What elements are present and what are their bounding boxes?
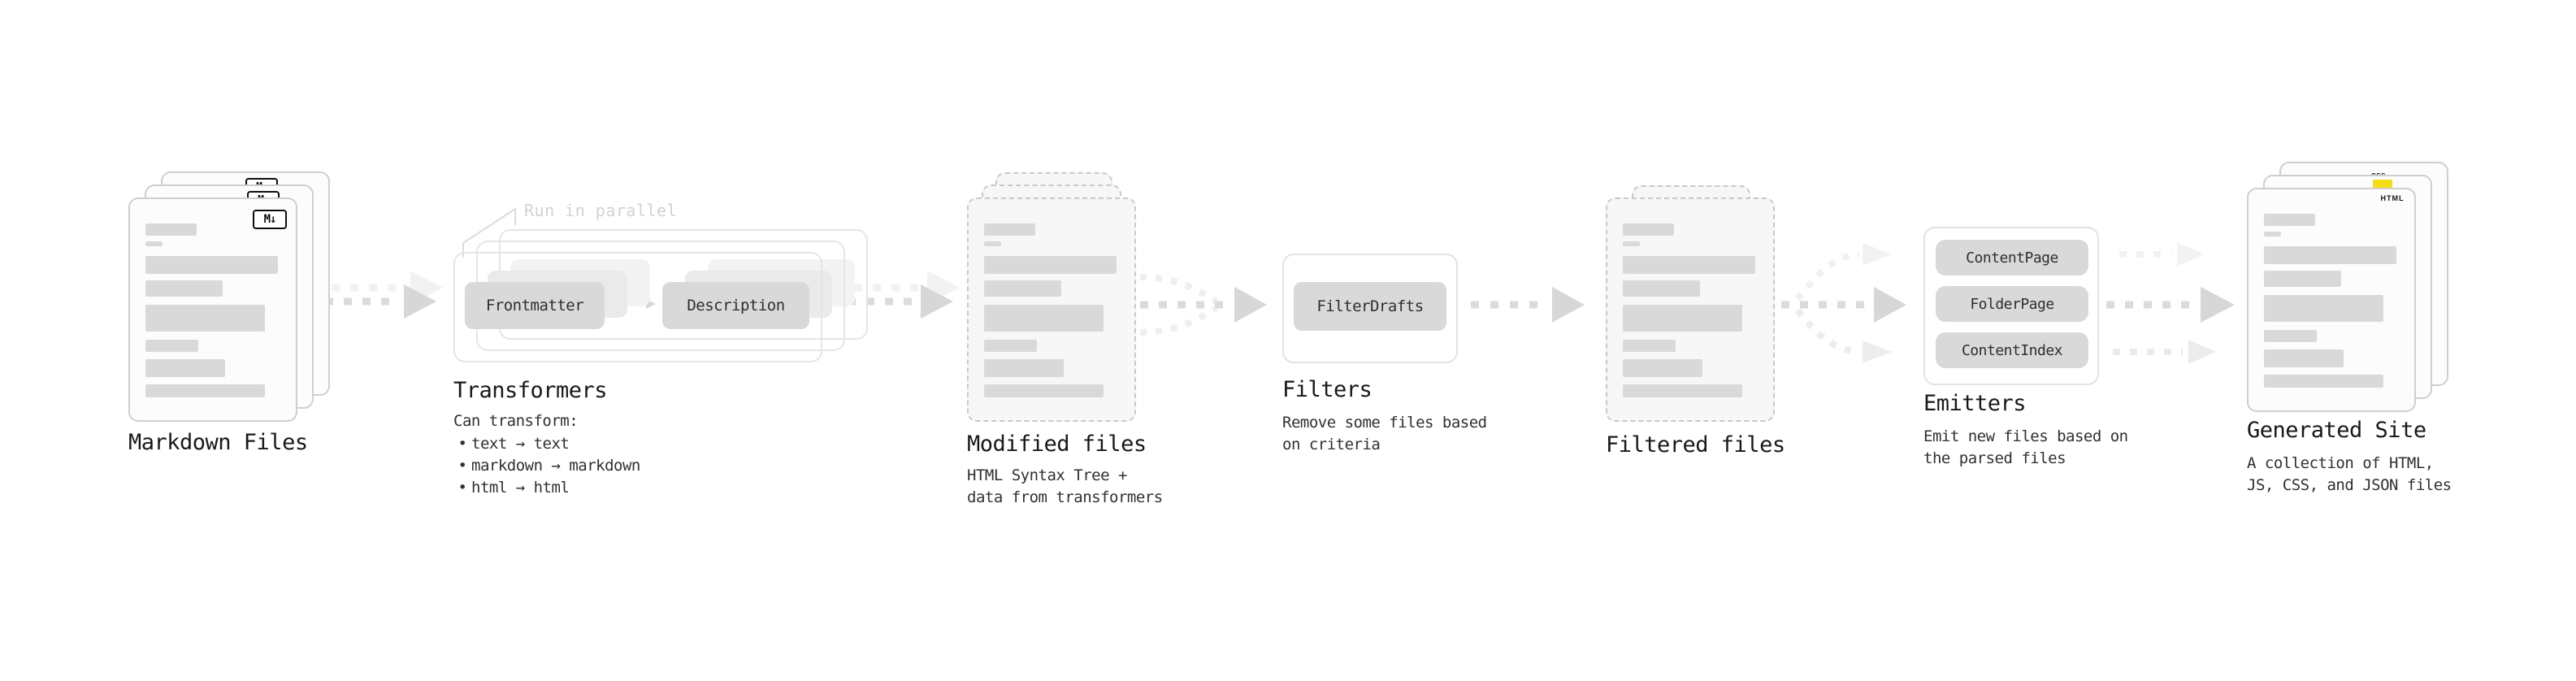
html5-icon: HTML 5	[2376, 194, 2409, 202]
desc-line: data from transformers	[967, 488, 1163, 506]
desc-line: Remove some files based	[1282, 414, 1487, 432]
placeholder-bar	[2264, 246, 2396, 264]
placeholder-bar	[1623, 256, 1755, 274]
desc-line: the parsed files	[1923, 449, 2066, 467]
bullet-marker: •	[458, 457, 467, 475]
contentpage-pill: ContentPage	[1936, 240, 2088, 275]
transformer-layer-front: Frontmatter Description	[453, 252, 822, 362]
arrow-filtered-to-emitters	[1781, 243, 1906, 363]
modified-files-desc: HTML Syntax Tree + data from transformer…	[967, 465, 1163, 509]
placeholder-bar	[1623, 305, 1742, 332]
placeholder-bar	[145, 384, 265, 397]
desc-line: JS, CSS, and JSON files	[2247, 476, 2452, 494]
filters-desc: Remove some files based on criteria	[1282, 412, 1487, 456]
emitters-box: ContentPage FolderPage ContentIndex	[1923, 227, 2099, 385]
run-in-parallel-annotation: Run in parallel	[524, 201, 678, 220]
placeholder-bar	[2264, 271, 2341, 287]
placeholder-bar	[145, 280, 223, 297]
arrow-emitters-to-generated	[2106, 242, 2235, 364]
filters-box: FilterDrafts	[1282, 254, 1458, 363]
placeholder-bar	[1623, 340, 1676, 352]
filters-title: Filters	[1282, 377, 1373, 402]
frontmatter-pill: Frontmatter	[465, 282, 605, 329]
desc-line: A collection of HTML,	[2247, 454, 2434, 472]
placeholder-bar	[2264, 295, 2383, 322]
placeholder-bar	[145, 340, 198, 352]
placeholder-bar	[984, 256, 1117, 274]
desc-line: Emit new files based on	[1923, 427, 2128, 445]
placeholder-bar	[984, 241, 1001, 246]
placeholder-bar	[2264, 214, 2315, 226]
placeholder-bar	[145, 305, 265, 332]
html-file-card: HTML 5	[2247, 188, 2416, 412]
placeholder-bar	[2264, 232, 2281, 236]
generated-site-title: Generated Site	[2247, 418, 2426, 443]
markdown-icon: M↓	[253, 210, 287, 229]
bullet-item: •markdown → markdown	[453, 455, 641, 477]
filtered-files-title: Filtered files	[1606, 432, 1785, 458]
bullet-text: text → text	[471, 435, 570, 453]
folderpage-pill: FolderPage	[1936, 286, 2088, 322]
placeholder-bar	[145, 359, 225, 377]
bullet-text: markdown → markdown	[471, 457, 640, 475]
transformers-desc-heading: Can transform:	[453, 412, 579, 430]
desc-line: HTML Syntax Tree +	[967, 466, 1127, 484]
transformers-bullet-list: •text → text •markdown → markdown •html …	[453, 433, 641, 499]
placeholder-bar	[984, 340, 1037, 352]
placeholder-bar	[145, 241, 163, 246]
placeholder-bar	[1623, 280, 1700, 297]
placeholder-bar	[1623, 241, 1640, 246]
markdown-file-card: M↓	[128, 197, 297, 422]
description-pill: Description	[662, 282, 809, 329]
placeholder-bar	[1623, 223, 1674, 236]
placeholder-bar	[984, 305, 1104, 332]
generated-site-desc: A collection of HTML, JS, CSS, and JSON …	[2247, 453, 2452, 497]
placeholder-bar	[2264, 330, 2317, 342]
bullet-text: html → html	[471, 479, 570, 497]
placeholder-bar	[145, 256, 278, 274]
placeholder-bar	[2264, 375, 2383, 388]
bullet-item: •html → html	[453, 477, 640, 499]
placeholder-bar	[984, 223, 1035, 236]
placeholder-bar	[2264, 349, 2344, 367]
emitters-title: Emitters	[1923, 391, 2027, 416]
html5-icon-label: HTML	[2380, 194, 2405, 202]
filtered-file-card	[1606, 197, 1775, 422]
placeholder-bar	[984, 280, 1061, 297]
placeholder-bar	[145, 223, 197, 236]
markdown-files-title: Markdown Files	[128, 430, 308, 455]
desc-line: on criteria	[1282, 436, 1381, 453]
bullet-item: •text → text	[453, 433, 640, 455]
emitters-desc: Emit new files based on the parsed files	[1923, 426, 2128, 470]
arrow-modified-to-filters	[1139, 274, 1267, 336]
placeholder-bar	[984, 384, 1104, 397]
modified-file-card	[967, 197, 1136, 422]
contentindex-pill: ContentIndex	[1936, 332, 2088, 368]
modified-files-title: Modified files	[967, 432, 1147, 457]
placeholder-bar	[1623, 359, 1702, 377]
transformers-title: Transformers	[453, 378, 608, 403]
placeholder-bar	[984, 359, 1064, 377]
bullet-marker: •	[458, 435, 467, 453]
bullet-marker: •	[458, 479, 467, 497]
arrow-filters-to-filtered	[1471, 287, 1585, 323]
filterdrafts-pill: FilterDrafts	[1294, 282, 1446, 331]
placeholder-bar	[1623, 384, 1742, 397]
